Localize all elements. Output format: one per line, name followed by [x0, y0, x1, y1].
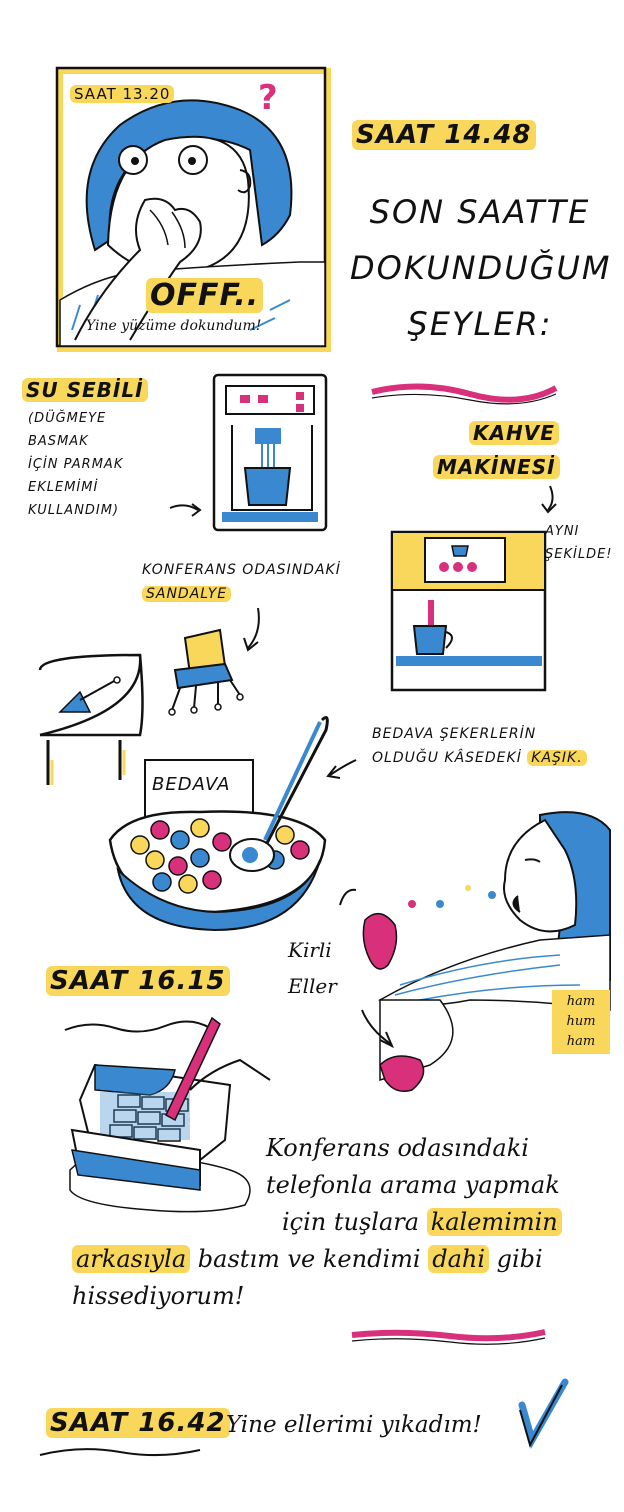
eating-sounds: ham hum ham: [552, 990, 610, 1054]
footer-text: Yine ellerimi yıkadım!: [226, 1412, 482, 1438]
panel1-exclaim: OFFF..: [146, 278, 264, 313]
candy-bowl-drawing: [108, 716, 357, 932]
coffee-machine-drawing: [390, 485, 557, 692]
coffee-note: AYNI ŞEKİLDE!: [545, 524, 613, 562]
phone-drawing: [69, 1016, 271, 1213]
water-label: SU SEBİLİ: [22, 378, 148, 402]
chair-label: KONFERANS ODASINDAKİ SANDALYE: [142, 562, 341, 602]
coffee-label: KAHVE MAKİNESİ: [433, 416, 560, 484]
phone-paragraph: Konferans odasındaki telefonla arama yap…: [72, 1134, 562, 1310]
footer-time: SAAT 16.42: [46, 1408, 230, 1438]
panel1-time: SAAT 13.20: [70, 85, 175, 103]
panel1-caption: Yine yüzüme dokundum!: [86, 318, 262, 334]
page-title: SON SAATTE DOKUNDUĞUM ŞEYLER:: [350, 193, 612, 343]
divider-squiggle: [371, 383, 558, 403]
header-time: SAAT 14.48: [352, 120, 536, 150]
water-dispenser-drawing: [169, 373, 328, 532]
phone-time: SAAT 16.15: [46, 966, 230, 996]
dirty-hands-label: Kirli Eller: [288, 938, 337, 998]
spoon-label: BEDAVA ŞEKERLERİN OLDUĞU KÂSEDEKİ KAŞIK.: [372, 722, 587, 770]
question-mark: ?: [258, 78, 278, 118]
checkmark-icon: [518, 1378, 569, 1449]
water-note: (DÜĞMEYE BASMAK İÇİN PARMAK EKLEMİMİ KUL…: [28, 411, 124, 518]
chair-table-drawing: [38, 607, 260, 785]
bowl-sign: BEDAVA: [152, 774, 231, 795]
